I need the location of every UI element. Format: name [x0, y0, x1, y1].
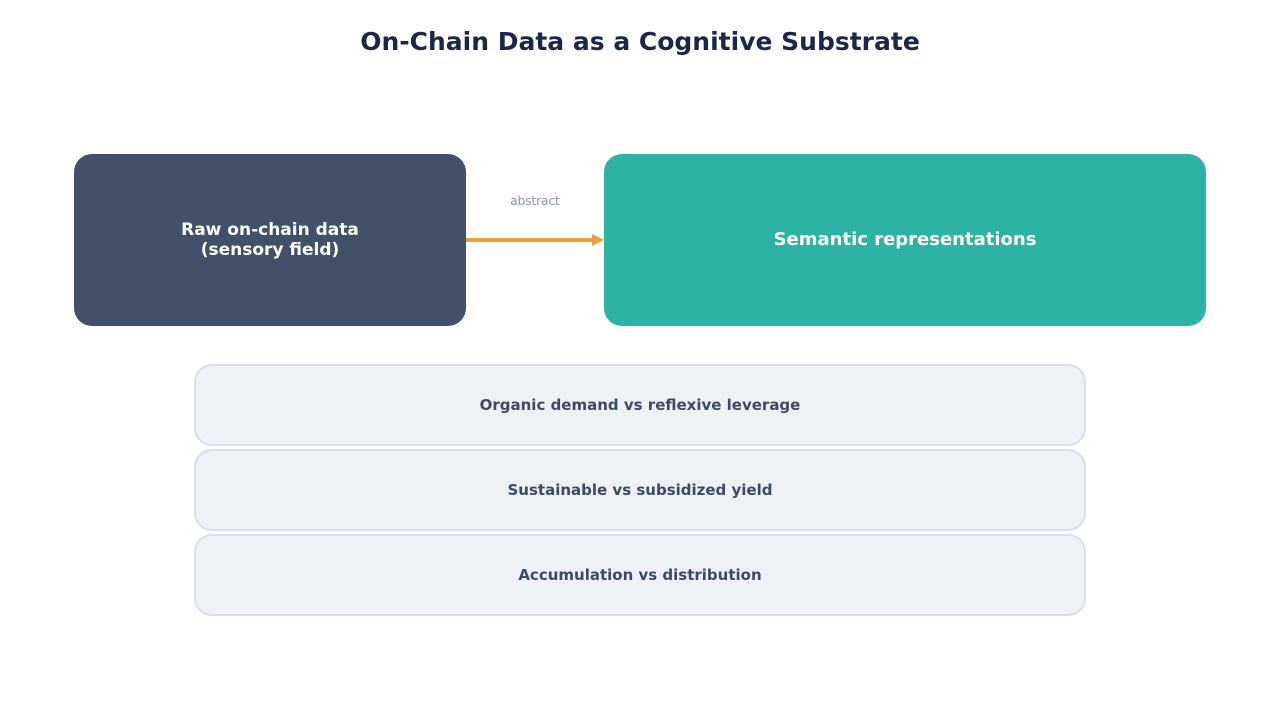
page-title: On-Chain Data as a Cognitive Substrate — [360, 27, 920, 56]
representation-item: Organic demand vs reflexive leverage — [194, 364, 1086, 446]
semantic-representations-node: Semantic representations — [604, 154, 1206, 326]
representation-item: Accumulation vs distribution — [194, 534, 1086, 616]
raw-data-node: Raw on-chain data (sensory field) — [74, 154, 466, 326]
arrow-head — [592, 234, 604, 246]
representation-item: Sustainable vs subsidized yield — [194, 449, 1086, 531]
abstract-edge-label: abstract — [510, 194, 560, 208]
abstract-arrow — [466, 234, 604, 246]
